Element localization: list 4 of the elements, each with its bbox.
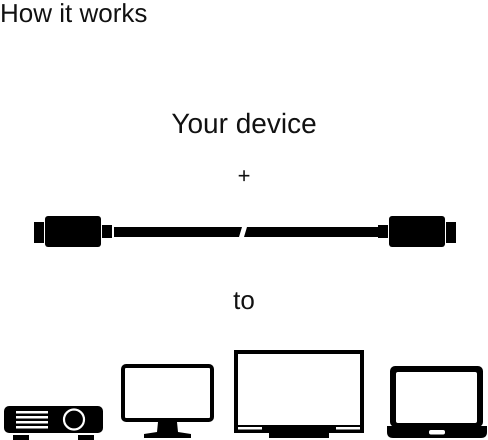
subheading: Your device — [171, 110, 317, 138]
plus-sign: + — [238, 165, 250, 187]
heading: How it works — [0, 0, 148, 26]
connector-word: to — [233, 287, 255, 313]
